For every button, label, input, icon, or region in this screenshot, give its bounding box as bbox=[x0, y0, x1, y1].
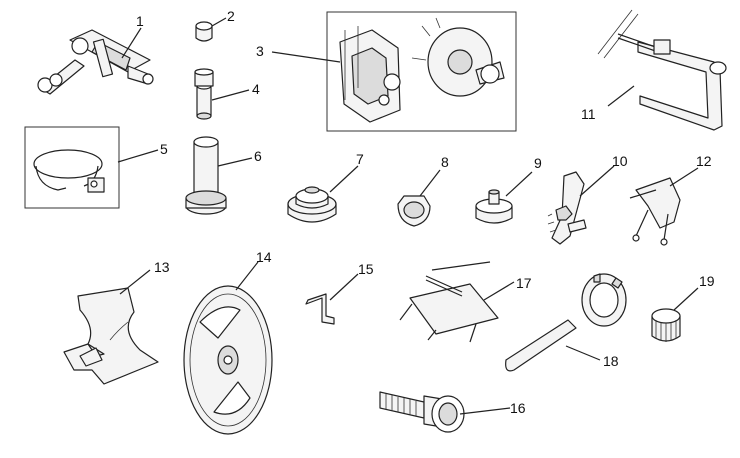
leader-9 bbox=[505, 171, 533, 197]
leader-4 bbox=[211, 89, 250, 101]
tool-5-frame bbox=[24, 126, 120, 209]
leader-6 bbox=[217, 157, 253, 167]
leader-15 bbox=[329, 273, 359, 301]
tool-16-bolt bbox=[379, 391, 465, 433]
callout-13: 13 bbox=[154, 259, 170, 275]
callout-18: 18 bbox=[603, 353, 619, 369]
callout-5: 5 bbox=[160, 141, 168, 157]
tool-3-extractor bbox=[339, 17, 505, 123]
callout-3: 3 bbox=[256, 43, 264, 59]
leader-1 bbox=[121, 27, 142, 59]
callout-16: 16 bbox=[510, 400, 526, 416]
leader-11 bbox=[607, 85, 635, 107]
tool-8-cup bbox=[397, 195, 431, 227]
leader-8 bbox=[419, 169, 441, 197]
tool-7-drift bbox=[287, 186, 337, 223]
leader-18 bbox=[565, 345, 601, 361]
callout-12: 12 bbox=[696, 153, 712, 169]
leader-7 bbox=[329, 165, 359, 193]
leader-17 bbox=[483, 281, 515, 301]
tool-11-clamp bbox=[597, 9, 727, 131]
callout-4: 4 bbox=[252, 81, 260, 97]
tool-2-cap bbox=[195, 21, 213, 42]
tool-12-plate bbox=[629, 177, 681, 246]
tool-5-ring bbox=[33, 149, 105, 193]
tool-14-degree-wheel bbox=[183, 285, 273, 435]
leader-3 bbox=[271, 51, 341, 63]
tool-15-angle bbox=[305, 293, 335, 325]
leader-2 bbox=[211, 17, 227, 27]
callout-1: 1 bbox=[136, 13, 144, 29]
leader-13 bbox=[119, 269, 151, 295]
callout-14: 14 bbox=[256, 249, 272, 265]
callout-11: 11 bbox=[581, 106, 596, 122]
tool-18-spanner bbox=[505, 273, 627, 372]
callout-15: 15 bbox=[358, 261, 374, 277]
callout-10: 10 bbox=[612, 153, 628, 169]
leader-14 bbox=[235, 261, 259, 291]
tool-10-lever bbox=[547, 171, 587, 245]
tool-13-bracket bbox=[63, 287, 159, 385]
leader-12 bbox=[669, 167, 699, 187]
leader-16 bbox=[459, 407, 511, 415]
tool-6-pin bbox=[185, 136, 227, 215]
tool-17-t-handle bbox=[399, 261, 499, 343]
leader-5 bbox=[117, 149, 159, 163]
callout-2: 2 bbox=[227, 8, 235, 24]
callout-19: 19 bbox=[699, 273, 715, 289]
tool-4-pin bbox=[194, 68, 214, 120]
tool-9-button bbox=[475, 189, 513, 224]
tool-1-puller bbox=[37, 29, 154, 95]
callout-17: 17 bbox=[516, 275, 532, 291]
tool-19-knurled-nut bbox=[651, 308, 681, 342]
callout-6: 6 bbox=[254, 148, 262, 164]
callout-7: 7 bbox=[356, 151, 364, 167]
leader-10 bbox=[579, 165, 615, 197]
callout-9: 9 bbox=[534, 155, 542, 171]
callout-8: 8 bbox=[441, 154, 449, 170]
leader-19 bbox=[673, 287, 699, 311]
tool-3-frame bbox=[326, 11, 517, 132]
